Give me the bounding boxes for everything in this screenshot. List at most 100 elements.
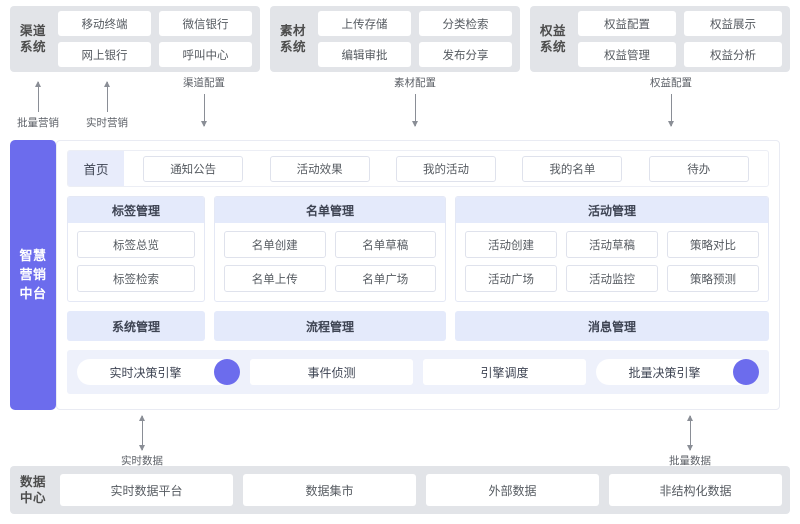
arrow-batch-data-label: 批量数据 [669, 455, 711, 467]
benefit-system-items: 权益配置 权益展示 权益管理 权益分析 [576, 4, 790, 74]
nav-item-todo[interactable]: 待办 [648, 155, 749, 182]
arrow-down-head-icon [201, 121, 207, 127]
mod-strategy-compare[interactable]: 策略对比 [667, 231, 759, 258]
mod-tag-overview[interactable]: 标签总览 [77, 231, 195, 258]
arrow-batch-data-line [687, 415, 693, 451]
chip-upload-storage[interactable]: 上传存储 [318, 11, 411, 36]
tab-home[interactable]: 首页 [68, 151, 124, 186]
engine-realtime-dot-icon [214, 359, 240, 385]
engine-batch-decision[interactable]: 批量决策引擎 [596, 359, 759, 385]
mod-list-draft[interactable]: 名单草稿 [334, 231, 436, 258]
data-center-title: 数据 中心 [19, 474, 46, 505]
arrow-up-head-icon [139, 415, 145, 421]
arrow-realtime-data-line [139, 415, 145, 451]
arrow-realtime-data: 实时数据 [97, 415, 187, 468]
channel-system-title: 渠道 系统 [19, 23, 46, 54]
engine-event-detection-label: 事件侦测 [307, 365, 356, 380]
nav-items: 通知公告 活动效果 我的活动 我的名单 待办 [124, 151, 768, 186]
mod-tag-search[interactable]: 标签检索 [77, 265, 195, 292]
arrow-down-head-icon [687, 445, 693, 451]
arrow-batch-data: 批量数据 [645, 415, 735, 468]
arrow-channel-config-label: 渠道配置 [183, 77, 225, 89]
chip-benefit-manage[interactable]: 权益管理 [578, 42, 676, 67]
group-tag-items: 标签总览 标签检索 [68, 223, 204, 301]
group-campaign-management: 活动管理 活动创建 活动草稿 策略对比 活动广场 活动监控 策略预测 [455, 196, 769, 302]
channel-system-band: 渠道 系统 移动终端 微信银行 网上银行 呼叫中心 [10, 6, 260, 72]
chip-online-bank[interactable]: 网上银行 [58, 42, 151, 67]
arrow-material-config-line [412, 94, 418, 127]
chip-call-center[interactable]: 呼叫中心 [159, 42, 252, 67]
chip-realtime-data-platform[interactable]: 实时数据平台 [60, 474, 233, 506]
chip-external-data[interactable]: 外部数据 [426, 474, 599, 506]
arrow-batch-marketing: 批量营销 [0, 81, 83, 130]
data-center-band: 数据 中心 实时数据平台 数据集市 外部数据 非结构化数据 [10, 466, 790, 514]
mod-campaign-create[interactable]: 活动创建 [465, 231, 557, 258]
arrow-material-config-label: 素材配置 [394, 77, 436, 89]
bar-flow-management[interactable]: 流程管理 [214, 311, 446, 341]
material-system-items: 上传存储 分类检索 编辑审批 发布分享 [316, 4, 520, 74]
arrow-material-config: 素材配置 [370, 76, 460, 127]
data-center-items: 实时数据平台 数据集市 外部数据 非结构化数据 [56, 467, 790, 513]
arrow-realtime-marketing-line [104, 81, 110, 112]
module-groups: 标签管理 标签总览 标签检索 名单管理 名单创建 名单草稿 名单上传 名单广场 … [67, 196, 769, 302]
platform-nav-bar: 首页 通知公告 活动效果 我的活动 我的名单 待办 [67, 150, 769, 187]
engine-strip: 实时决策引擎 事件侦测 引擎调度 批量决策引擎 [67, 350, 769, 394]
chip-benefit-analysis[interactable]: 权益分析 [684, 42, 782, 67]
arrow-up-head-icon [687, 415, 693, 421]
mod-campaign-square[interactable]: 活动广场 [465, 265, 557, 292]
arrow-benefit-config-line [668, 94, 674, 127]
chip-publish-share[interactable]: 发布分享 [419, 42, 512, 67]
management-bars: 系统管理 流程管理 消息管理 [67, 311, 769, 341]
arrow-benefit-config: 权益配置 [626, 76, 716, 127]
chip-unstructured-data[interactable]: 非结构化数据 [609, 474, 782, 506]
platform-rail: 智慧 营销 中台 [10, 140, 56, 410]
engine-event-detection[interactable]: 事件侦测 [250, 359, 413, 385]
arrow-channel-config-line [201, 94, 207, 127]
bar-message-management[interactable]: 消息管理 [455, 311, 769, 341]
group-list-management: 名单管理 名单创建 名单草稿 名单上传 名单广场 [214, 196, 446, 302]
mod-strategy-forecast[interactable]: 策略预测 [667, 265, 759, 292]
arrow-channel-config: 渠道配置 [159, 76, 249, 127]
engine-batch-dot-icon [733, 359, 759, 385]
arrow-up-head-icon [35, 81, 41, 87]
group-campaign-title: 活动管理 [456, 197, 768, 223]
engine-scheduling-label: 引擎调度 [480, 365, 529, 380]
chip-edit-approval[interactable]: 编辑审批 [318, 42, 411, 67]
chip-benefit-display[interactable]: 权益展示 [684, 11, 782, 36]
arrow-batch-marketing-label: 批量营销 [17, 117, 59, 129]
chip-category-search[interactable]: 分类检索 [419, 11, 512, 36]
arrow-up-head-icon [104, 81, 110, 87]
chip-mobile-terminal[interactable]: 移动终端 [58, 11, 151, 36]
arrow-batch-marketing-line [35, 81, 41, 112]
arrow-down-head-icon [412, 121, 418, 127]
group-tag-management: 标签管理 标签总览 标签检索 [67, 196, 205, 302]
material-system-band: 素材 系统 上传存储 分类检索 编辑审批 发布分享 [270, 6, 520, 72]
mod-list-square[interactable]: 名单广场 [334, 265, 436, 292]
nav-item-my-lists[interactable]: 我的名单 [522, 155, 623, 182]
nav-item-notice[interactable]: 通知公告 [143, 155, 244, 182]
mod-campaign-draft[interactable]: 活动草稿 [566, 231, 658, 258]
group-tag-title: 标签管理 [68, 197, 204, 223]
platform-rail-label: 智慧 营销 中台 [19, 248, 47, 302]
engine-realtime-decision[interactable]: 实时决策引擎 [77, 359, 240, 385]
benefit-system-title: 权益 系统 [539, 23, 566, 54]
group-list-items: 名单创建 名单草稿 名单上传 名单广场 [215, 223, 445, 301]
nav-item-campaign-effect[interactable]: 活动效果 [269, 155, 370, 182]
mod-campaign-monitor[interactable]: 活动监控 [566, 265, 658, 292]
chip-wechat-bank[interactable]: 微信银行 [159, 11, 252, 36]
arrow-benefit-config-label: 权益配置 [650, 77, 692, 89]
arrow-down-head-icon [139, 445, 145, 451]
arrow-realtime-marketing: 实时营销 [62, 81, 152, 130]
mod-list-create[interactable]: 名单创建 [224, 231, 326, 258]
material-system-title: 素材 系统 [279, 23, 306, 54]
mod-list-upload[interactable]: 名单上传 [224, 265, 326, 292]
arrow-realtime-marketing-label: 实时营销 [86, 117, 128, 129]
engine-scheduling[interactable]: 引擎调度 [423, 359, 586, 385]
nav-item-my-campaigns[interactable]: 我的活动 [395, 155, 496, 182]
bar-system-management[interactable]: 系统管理 [67, 311, 205, 341]
chip-data-mart[interactable]: 数据集市 [243, 474, 416, 506]
channel-system-items: 移动终端 微信银行 网上银行 呼叫中心 [56, 4, 260, 74]
engine-realtime-decision-label: 实时决策引擎 [109, 365, 182, 380]
group-list-title: 名单管理 [215, 197, 445, 223]
chip-benefit-config[interactable]: 权益配置 [578, 11, 676, 36]
